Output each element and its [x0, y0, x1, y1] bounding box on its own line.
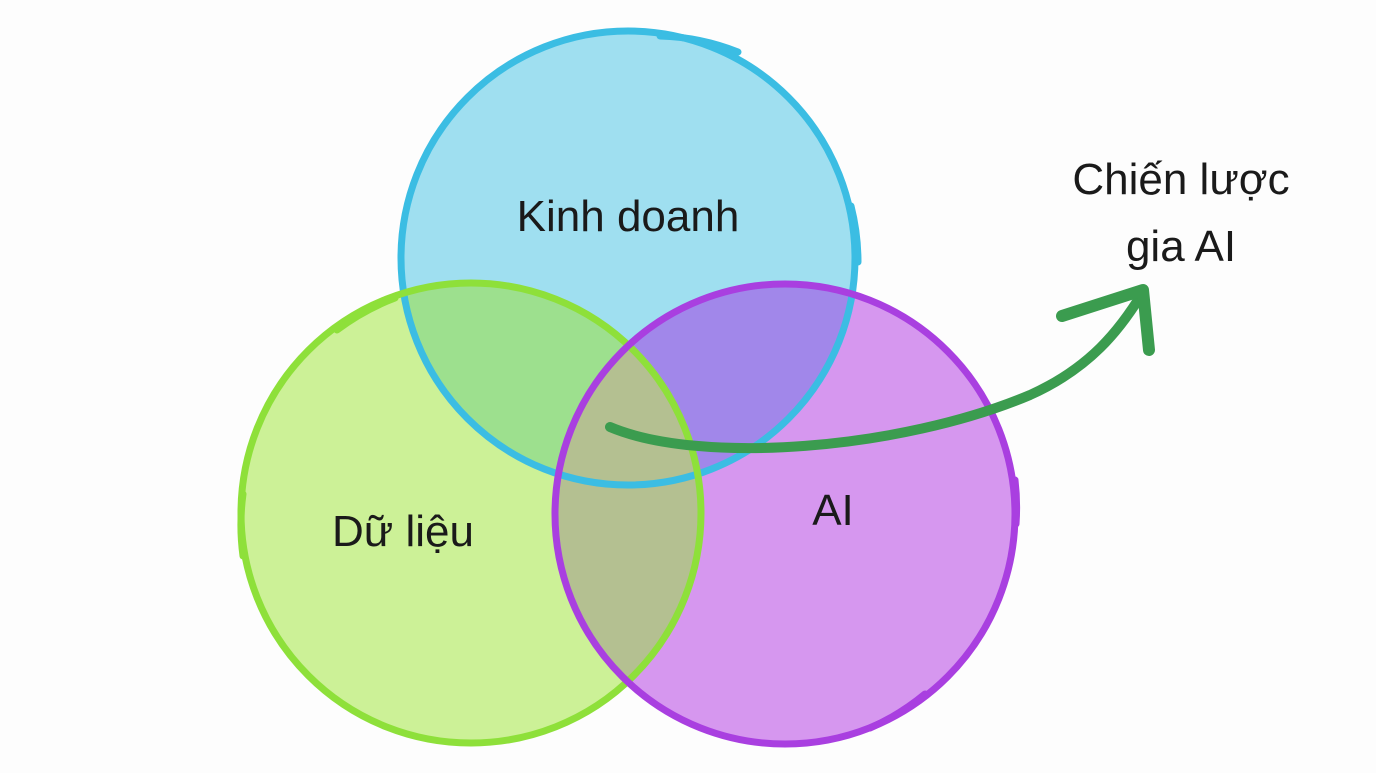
result-label-line2: gia AI [1126, 222, 1236, 271]
arrow-head-icon [1056, 284, 1155, 356]
ai-accent-stroke [1011, 476, 1021, 528]
result-label-line1: Chiến lược [1072, 155, 1289, 204]
data-accent-stroke-left [237, 490, 247, 560]
ai-accent-stroke-bottom [866, 690, 929, 732]
business-label: Kinh doanh [517, 192, 740, 241]
business-accent-stroke-right [847, 202, 862, 266]
data-label: Dữ liệu [332, 507, 474, 556]
ai-label: AI [812, 486, 854, 535]
data-accent-stroke [333, 294, 399, 334]
arrow-shaft [605, 287, 1148, 454]
business-accent-stroke [656, 32, 742, 56]
